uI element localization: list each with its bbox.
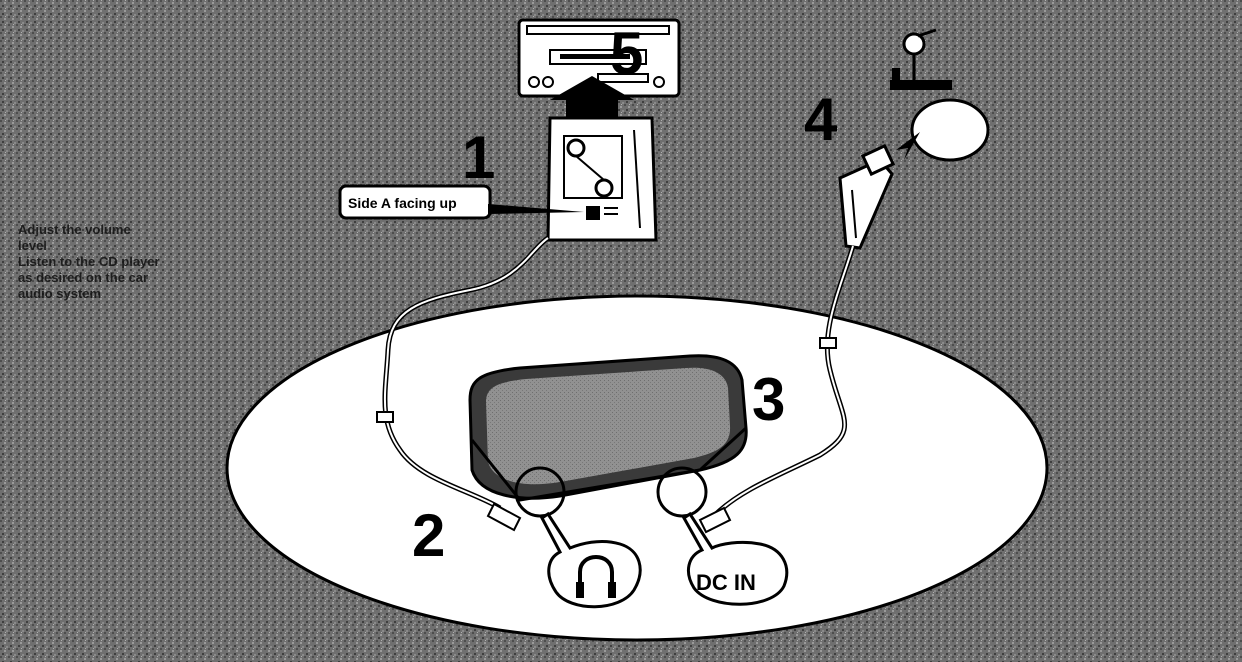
side-note-line: as desired on the car bbox=[18, 270, 248, 286]
step-number-5: 5 bbox=[610, 20, 643, 87]
dc-in-label: DC IN bbox=[696, 570, 756, 595]
step-number-2: 2 bbox=[412, 502, 445, 569]
side-note-line: Listen to the CD player bbox=[18, 254, 248, 270]
step-number-3: 3 bbox=[752, 366, 785, 433]
step-number-4: 4 bbox=[804, 86, 838, 153]
side-note-line: Adjust the volume bbox=[18, 222, 248, 238]
side-a-label: Side A facing up bbox=[348, 195, 457, 211]
cassette-adapter bbox=[548, 118, 656, 240]
step-number-1: 1 bbox=[462, 124, 495, 191]
side-note: Adjust the volume level Listen to the CD… bbox=[18, 222, 248, 302]
side-note-line: audio system bbox=[18, 286, 248, 302]
cable-clip bbox=[820, 338, 836, 348]
cable-clip bbox=[377, 412, 393, 422]
side-note-line: level bbox=[18, 238, 248, 254]
